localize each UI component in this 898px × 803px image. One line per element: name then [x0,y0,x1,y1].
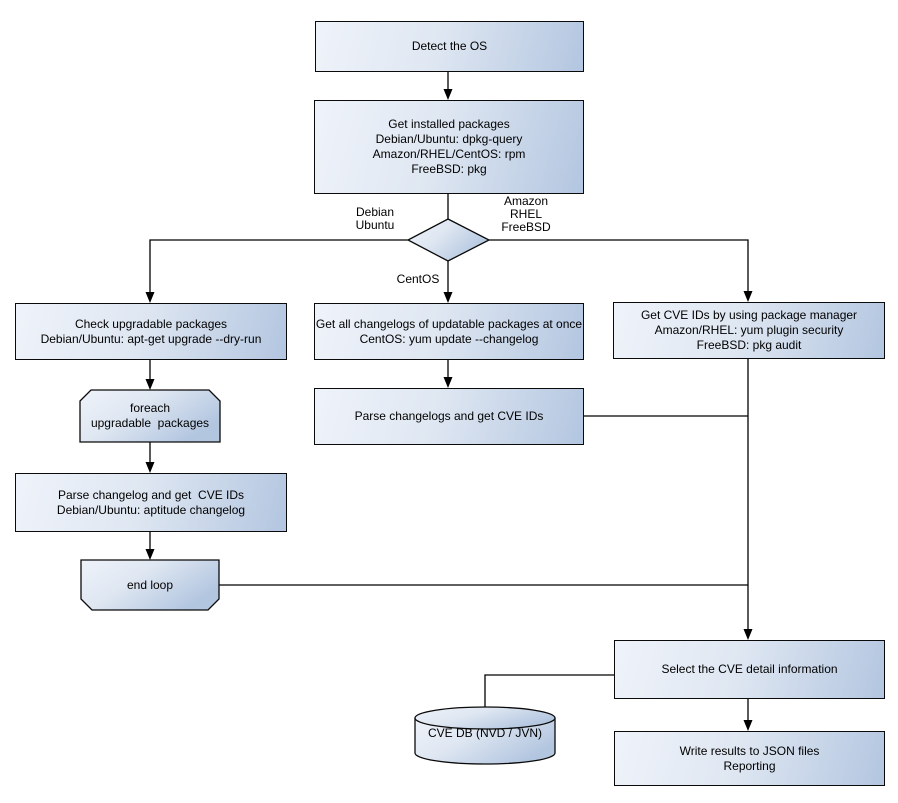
node-parse-changelog-debian: Parse changelog and get CVE IDs Debian/U… [15,473,287,532]
edge-label-debian-ubuntu: Debian Ubuntu [355,205,395,232]
node-parse-changelogs-centos: Parse changelogs and get CVE IDs [314,388,584,445]
node-cve-db: CVE DB (NVD / JVN) [415,710,555,756]
node-end-loop-label: end loop [126,577,174,592]
node-check-upgradable-packages-label: Check upgradable packages Debian/Ubuntu:… [40,316,262,346]
edge-label-amazon-rhel-freebsd: Amazon RHEL FreeBSD [501,194,551,234]
node-parse-changelog-debian-label: Parse changelog and get CVE IDs Debian/U… [56,487,246,517]
edge-decision-to-checkupgradable [149,239,408,293]
node-get-cve-ids-pkg-manager: Get CVE IDs by using package manager Ama… [613,302,885,359]
edge-select-to-cvedb [484,674,614,709]
node-parse-changelogs-centos-label: Parse changelogs and get CVE IDs [354,409,544,423]
os-decision-diamond [406,218,491,262]
node-detect-os-label: Detect the OS [411,39,488,53]
node-get-installed-packages: Get installed packages Debian/Ubuntu: dp… [314,100,584,194]
edge-label-centos: CentOS [396,272,440,286]
end-loop-shape [80,559,220,611]
node-foreach-loop-label: foreach upgradable packages [90,401,210,430]
node-get-all-changelogs: Get all changelogs of updatable packages… [314,303,584,360]
node-end-loop: end loop [81,560,219,610]
node-select-cve-detail: Select the CVE detail information [614,640,885,699]
node-detect-os: Detect the OS [315,21,584,72]
foreach-loop-shape [79,389,221,443]
node-check-upgradable-packages: Check upgradable packages Debian/Ubuntu:… [15,303,287,360]
node-cve-db-label: CVE DB (NVD / JVN) [427,725,542,740]
node-get-cve-ids-pkg-manager-label: Get CVE IDs by using package manager Ama… [640,308,858,352]
node-foreach-loop: foreach upgradable packages [80,390,220,442]
node-write-results: Write results to JSON files Reporting [614,731,885,786]
arrowheads [145,89,753,731]
cve-db-cylinder [414,706,556,765]
edge-decision-to-getcveids [489,239,749,293]
node-get-installed-packages-label: Get installed packages Debian/Ubuntu: dp… [372,117,526,176]
node-get-all-changelogs-label: Get all changelogs of updatable packages… [315,316,583,346]
node-write-results-label: Write results to JSON files Reporting [679,743,820,773]
node-select-cve-detail-label: Select the CVE detail information [661,662,838,676]
